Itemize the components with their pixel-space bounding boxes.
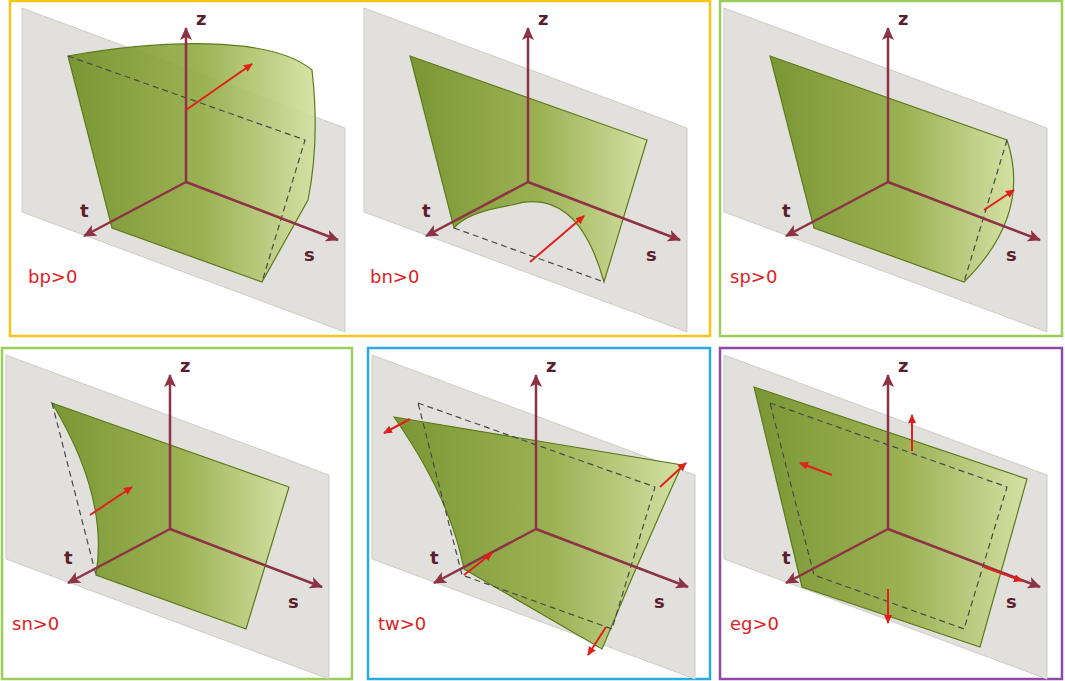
axis-label: s — [1006, 593, 1017, 611]
axis-label: z — [898, 10, 908, 28]
axis-line — [786, 529, 888, 583]
axis-line — [887, 28, 890, 182]
force-arrow — [887, 589, 889, 623]
force-arrow — [984, 190, 1014, 210]
reference-plane — [724, 8, 1047, 332]
mode-label: sn>0 — [12, 615, 59, 633]
axis-line — [888, 529, 1040, 587]
force-arrow — [911, 415, 913, 451]
axis-line — [170, 529, 322, 587]
axis-line — [535, 375, 538, 529]
deformed-sheet — [754, 387, 1027, 647]
axis-line — [186, 182, 338, 240]
axis-line — [536, 529, 688, 587]
axis-label: z — [196, 10, 206, 28]
mode-label: bn>0 — [370, 268, 419, 286]
axis-label: t — [782, 202, 791, 220]
axis-line — [84, 182, 186, 236]
force-arrow — [588, 627, 606, 655]
mode-label: bp>0 — [28, 268, 77, 286]
reference-plane — [372, 355, 695, 679]
axis-line — [185, 28, 188, 182]
group-frame — [720, 1, 1062, 336]
group-frame — [2, 348, 352, 679]
deformed-sheet — [770, 56, 1014, 282]
force-arrow — [800, 463, 832, 475]
group-frame — [10, 1, 710, 336]
undeformed-outline — [52, 403, 96, 575]
axis-line — [528, 182, 680, 240]
reference-plane — [22, 8, 345, 332]
axis-line — [786, 182, 888, 236]
reference-plane — [724, 355, 1047, 679]
axis-line — [426, 182, 528, 236]
reference-plane — [364, 8, 687, 332]
mode-label: sp>0 — [730, 268, 777, 286]
axis-label: t — [430, 549, 439, 567]
deformation-panel — [22, 8, 345, 332]
deformed-sheet — [68, 44, 315, 282]
deformation-panel — [364, 8, 687, 332]
force-arrow — [984, 567, 1022, 581]
deformation-panel — [724, 355, 1047, 679]
axis-label: s — [646, 246, 657, 264]
axis-label: s — [288, 593, 299, 611]
group-frame — [720, 348, 1062, 679]
axis-line — [887, 375, 890, 529]
group-frame — [368, 348, 710, 679]
axis-label: z — [898, 357, 908, 375]
axis-label: s — [654, 593, 665, 611]
mode-label: eg>0 — [730, 615, 779, 633]
axis-line — [888, 182, 1040, 240]
axis-label: t — [422, 202, 431, 220]
axis-line — [527, 28, 530, 182]
force-arrow — [384, 419, 410, 433]
deformation-panel — [372, 355, 695, 679]
deformation-panel — [724, 8, 1047, 332]
mode-label: tw>0 — [378, 615, 426, 633]
axis-label: z — [180, 357, 190, 375]
force-arrow — [530, 216, 584, 262]
force-arrow — [90, 487, 132, 515]
axis-label: t — [782, 549, 791, 567]
deformation-panel — [6, 355, 329, 679]
force-arrow — [186, 64, 252, 110]
force-arrow — [464, 553, 492, 575]
axis-label: s — [304, 246, 315, 264]
axis-label: z — [546, 357, 556, 375]
axis-label: t — [64, 549, 73, 567]
axis-label: s — [1006, 246, 1017, 264]
axis-label: z — [538, 10, 548, 28]
reference-plane — [6, 355, 329, 679]
deformed-sheet — [394, 417, 682, 649]
force-arrow — [660, 463, 686, 487]
axis-label: t — [80, 202, 89, 220]
axis-line — [434, 529, 536, 583]
axis-line — [68, 529, 170, 583]
axis-line — [169, 375, 172, 529]
undeformed-outline — [454, 228, 604, 282]
undeformed-outline — [964, 140, 1007, 282]
